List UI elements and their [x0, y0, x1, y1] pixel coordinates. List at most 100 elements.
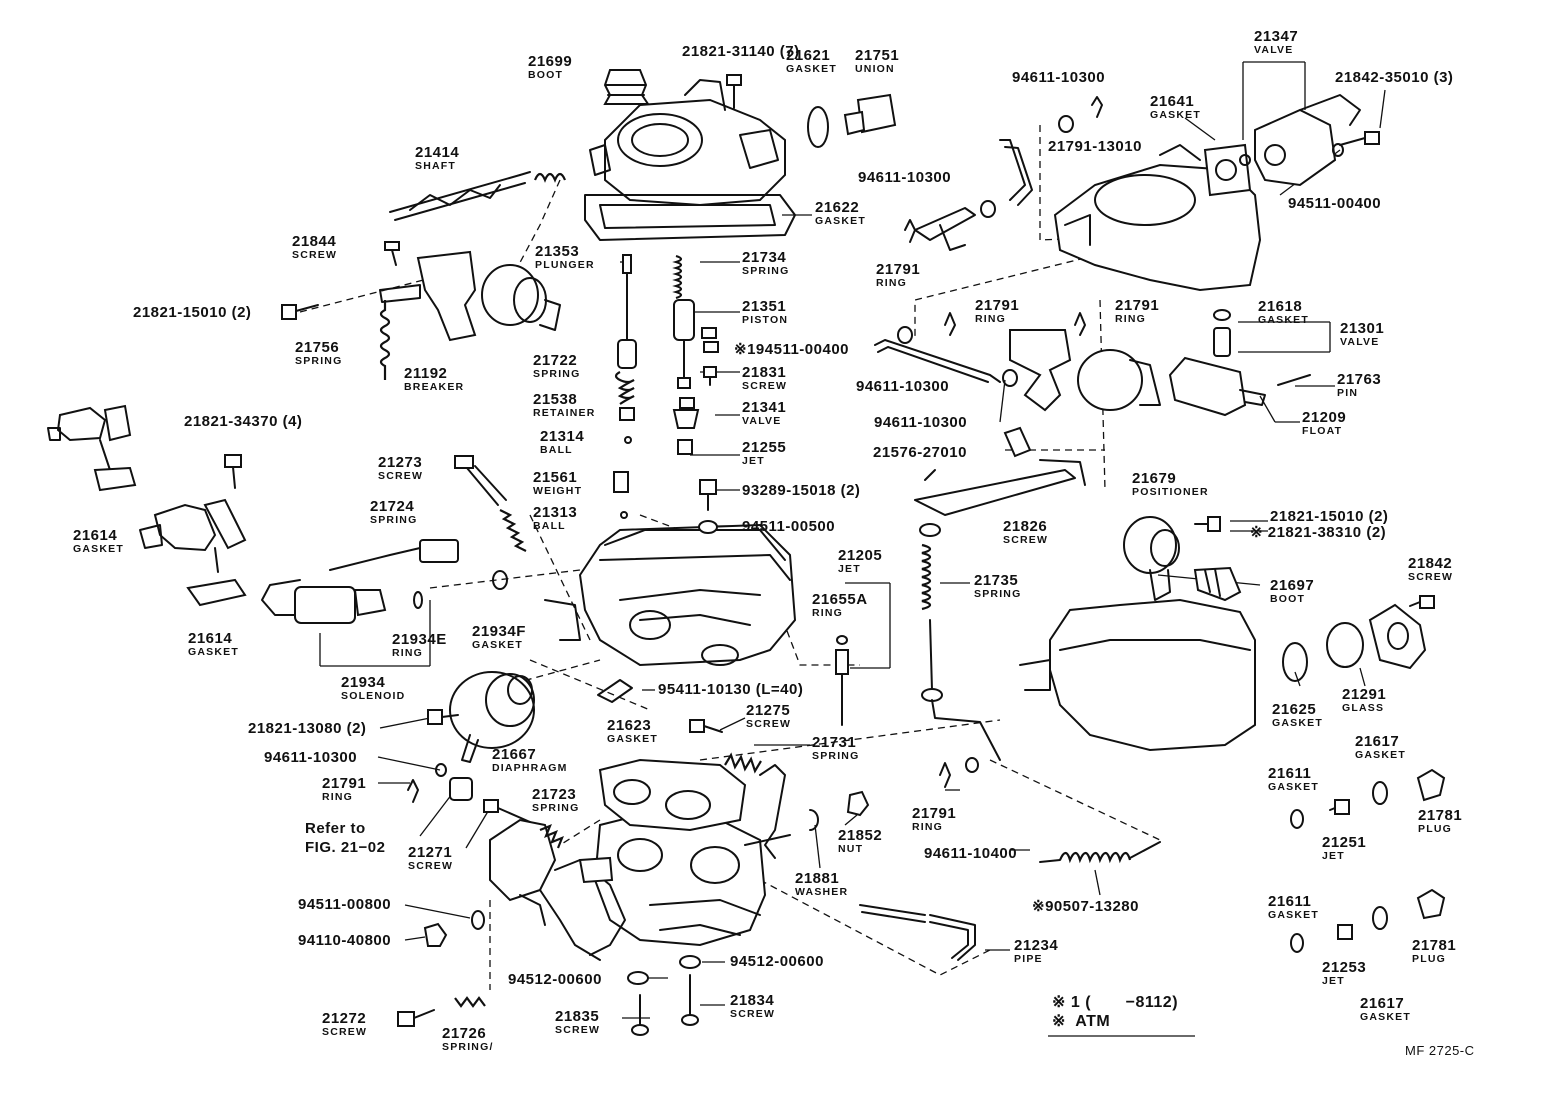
spring-21724	[499, 509, 527, 552]
part-number: 21614	[188, 630, 232, 647]
label-21821-13080: 21821-13080 (2)	[248, 720, 366, 737]
part-name: SCREW	[1408, 571, 1453, 583]
part-number: 21347	[1254, 28, 1298, 45]
part-number: 21617	[1355, 733, 1399, 750]
screw-21844	[384, 241, 400, 266]
ring-21791-13010	[1091, 96, 1103, 118]
label-21821-38310: ※ 21821-38310 (2)	[1250, 524, 1386, 541]
part-number: 21835	[555, 1008, 599, 1025]
part-number: 21617	[1360, 995, 1404, 1012]
ball-21314	[624, 436, 632, 444]
label-21821-15010-b: 21821-15010 (2)	[1270, 508, 1388, 525]
refer-note-line2: FIG. 21−02	[305, 839, 385, 856]
part-name: SPRING/	[442, 1041, 494, 1053]
part-number: 21611	[1268, 765, 1311, 782]
ball-21313	[620, 511, 628, 519]
part-number: 21842-35010 (3)	[1335, 69, 1453, 86]
screw-21821-13080	[427, 709, 459, 725]
weight-21561	[613, 471, 629, 493]
part-number: 21731	[812, 734, 856, 751]
part-number: 21273	[378, 454, 422, 471]
washer-21881	[809, 809, 819, 831]
gasket-21617-b	[1372, 906, 1388, 930]
part-name: SCREW	[322, 1026, 367, 1038]
part-name: SPRING	[533, 368, 580, 380]
screw-21842	[1409, 595, 1435, 609]
part-number: ※ 21821-38310 (2)	[1250, 524, 1386, 541]
part-number: 21724	[370, 498, 414, 515]
part-name: PLUNGER	[535, 259, 595, 271]
float-bowl-right	[1019, 598, 1256, 752]
part-number: 21641	[1150, 93, 1194, 110]
pin-95411-10130	[597, 679, 633, 703]
screw-21821-15010-left	[281, 304, 319, 320]
label-94511-00400-s: ※194511-00400	[734, 341, 849, 358]
diaphragm-21667	[449, 671, 535, 763]
pipe-upper	[999, 139, 1033, 206]
label-93289-15018: 93289-15018 (2)	[742, 482, 860, 499]
part-name: GASKET	[472, 639, 523, 651]
ring-21791-e	[939, 762, 951, 788]
part-name: POSITIONER	[1132, 486, 1209, 498]
part-number: 21618	[1258, 298, 1302, 315]
part-name: PLUG	[1418, 823, 1452, 835]
spring-hook-left	[1039, 859, 1061, 863]
part-number: 94511-00400	[1288, 195, 1381, 212]
part-number: 95411-10130 (L=40)	[658, 681, 803, 698]
nut-94110-40800	[423, 922, 448, 947]
part-number: 21667	[492, 746, 536, 763]
valve-body-21614-b	[139, 498, 247, 607]
part-number: 21271	[408, 844, 452, 861]
part-number: 21723	[532, 786, 576, 803]
part-number: 21341	[742, 399, 786, 416]
part-name: SPRING	[812, 750, 859, 762]
part-number: 21791	[1115, 297, 1159, 314]
part-name: BALL	[540, 444, 573, 456]
gasket-21625	[1282, 642, 1308, 682]
part-number: 21621	[786, 47, 830, 64]
part-name: SCREW	[730, 1008, 775, 1020]
plug-21781-b	[1416, 888, 1446, 920]
part-name: GASKET	[188, 646, 239, 658]
float-21209	[1168, 356, 1266, 417]
part-number: 21251	[1322, 834, 1366, 851]
shaft-spring	[533, 172, 567, 183]
label-21821-15010-a: 21821-15010 (2)	[133, 304, 251, 321]
choke-bracket	[1009, 329, 1161, 412]
part-number: 94611-10300	[1012, 69, 1105, 86]
nut-21852	[846, 790, 870, 817]
part-number: 21791	[912, 805, 956, 822]
part-number: 21291	[1342, 686, 1386, 703]
part-number: 21844	[292, 233, 336, 250]
label-94512-00600-b: 94512-00600	[730, 953, 823, 970]
part-number: 21301	[1340, 320, 1384, 337]
plug-21781-a	[1416, 768, 1446, 802]
choke-rod	[921, 619, 1001, 761]
part-number: 21821-15010 (2)	[133, 304, 251, 321]
spring-hook-right	[1129, 841, 1161, 859]
part-number: 94512-00600	[508, 971, 602, 988]
ring-21791-b	[944, 312, 956, 336]
spring-21722	[614, 371, 635, 405]
part-name: SCREW	[555, 1024, 600, 1036]
